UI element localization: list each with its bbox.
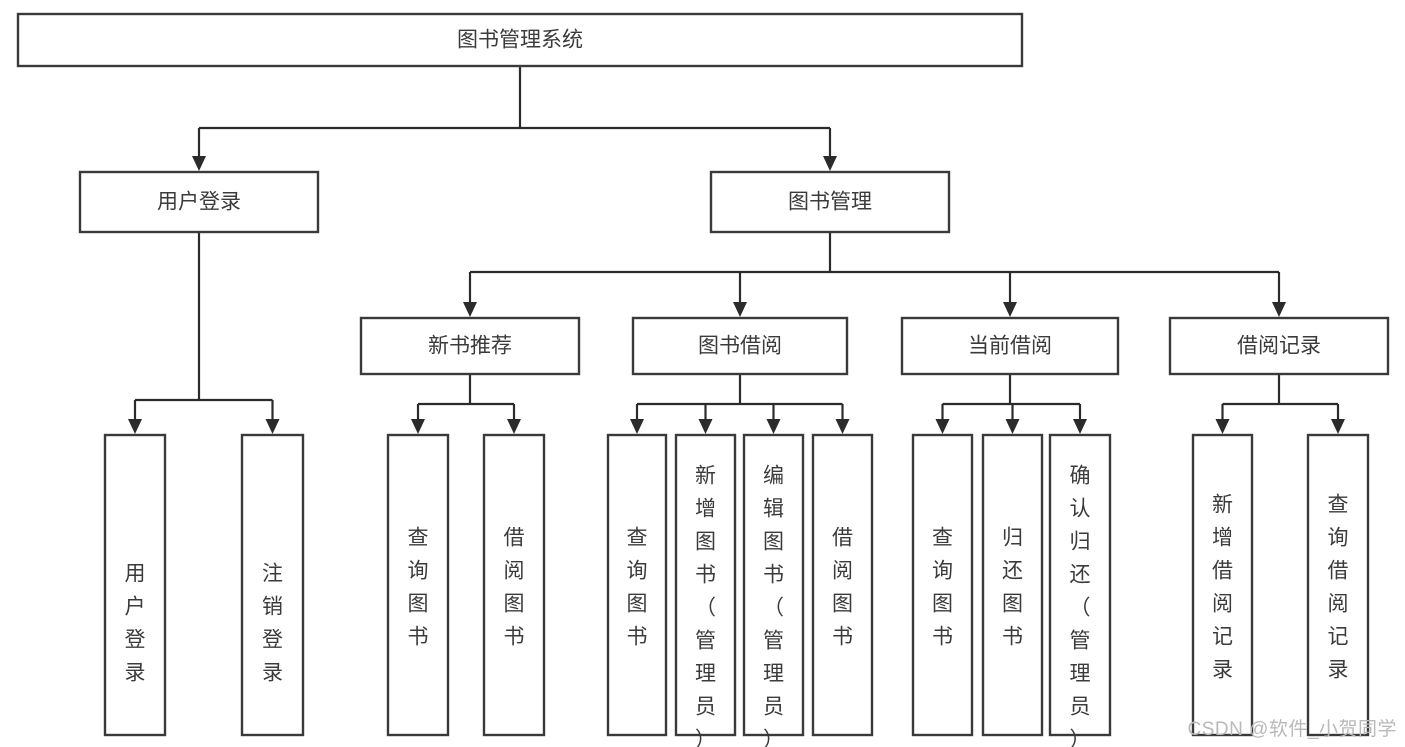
node-box: [606, 433, 668, 737]
node-box: [1168, 316, 1390, 376]
node-label: 编辑图书（管理员）: [763, 465, 784, 747]
node-e69fa5e8afa2e5809fe99885e8aeb0e5bd95-leaf[interactable]: 查询借阅记录: [1306, 433, 1370, 737]
arrow-head-icon: [630, 419, 644, 434]
arrow-head-icon: [823, 156, 837, 171]
node-box: [674, 433, 737, 737]
arrow-head-icon: [698, 419, 713, 434]
node-e794a8e688b7e799bbe5bd95-leaf[interactable]: 用户登录: [103, 433, 167, 737]
arrow-head-icon: [1272, 302, 1286, 317]
node-label: 新增借阅记录: [1212, 494, 1233, 682]
node-e69fa5e8afa2e59bbee4b9a6-leaf[interactable]: 查询图书: [606, 433, 668, 737]
node-label: 查询借阅记录: [1328, 494, 1349, 682]
node-label: 图书管理系统: [457, 29, 583, 52]
node-box: [78, 170, 320, 234]
node-e7bc96e8be91e59bbee4b9a6efbc88e7aea1e79086e59198efbc89-leaf[interactable]: 编辑图书（管理员）: [742, 433, 805, 747]
node-box: [811, 433, 874, 737]
node-label: 注销登录: [262, 563, 283, 685]
arrow-head-icon: [265, 419, 280, 434]
arrow-head-icon: [733, 302, 747, 317]
node-label: 借阅记录: [1237, 335, 1321, 358]
node-box: [103, 433, 167, 737]
node-label: 查询图书: [627, 527, 648, 649]
node-box: [16, 12, 1024, 68]
node-e696b0e4b9a6e68ea8e88d90-branch[interactable]: 新书推荐: [359, 316, 581, 376]
node-label: 用户登录: [125, 563, 146, 685]
node-box: [631, 316, 849, 376]
node-label: 归还图书: [1002, 527, 1023, 649]
node-box: [1306, 433, 1370, 737]
node-e696b0e5a29ee5809fe99885e8aeb0e5bd95-leaf[interactable]: 新增借阅记录: [1191, 433, 1254, 737]
node-box: [1048, 433, 1112, 737]
nodes-layer: 图书管理系统用户登录图书管理新书推荐图书借阅当前借阅借阅记录用户登录注销登录查询…: [16, 12, 1390, 747]
node-e69fa5e8afa2e59bbee4b9a6-leaf[interactable]: 查询图书: [386, 433, 450, 737]
node-box: [1191, 433, 1254, 737]
node-box: [240, 433, 305, 737]
arrow-head-icon: [1331, 419, 1345, 434]
node-box: [359, 316, 581, 376]
arrow-head-icon: [1073, 419, 1087, 434]
node-label: 借阅图书: [832, 527, 853, 649]
arrow-head-icon: [463, 302, 477, 317]
node-box: [742, 433, 805, 737]
node-e69fa5e8afa2e59bbee4b9a6-leaf[interactable]: 查询图书: [911, 433, 974, 737]
node-label: 查询图书: [408, 527, 429, 649]
arrow-head-icon: [1003, 302, 1017, 317]
node-e794a8e688b7e799bbe5bd95-branch[interactable]: 用户登录: [78, 170, 320, 234]
arrow-head-icon: [507, 419, 521, 434]
node-label: 确认归还（管理员）: [1070, 465, 1091, 747]
node-label: 借阅图书: [504, 527, 525, 649]
node-e5bd93e5898de5809fe99885-branch[interactable]: 当前借阅: [900, 316, 1120, 376]
node-e7a1aee8aea4e5bd92e8bf98efbc88e7aea1e79086e59198efbc89-leaf[interactable]: 确认归还（管理员）: [1048, 433, 1112, 747]
arrow-head-icon: [192, 156, 206, 171]
node-label: 图书借阅: [698, 335, 782, 358]
node-label: 用户登录: [157, 191, 241, 214]
node-box: [981, 433, 1044, 737]
node-e59bbee4b9a6e7aea1e79086e7b3bbe7bb9f-root[interactable]: 图书管理系统: [16, 12, 1024, 68]
node-box: [386, 433, 450, 737]
connectors-layer: [128, 66, 1345, 434]
arrow-head-icon: [1005, 419, 1020, 434]
node-label: 新书推荐: [428, 335, 512, 358]
arrow-head-icon: [411, 419, 425, 434]
node-e59bbee4b9a6e7aea1e79086-branch[interactable]: 图书管理: [709, 170, 951, 234]
node-box: [482, 433, 546, 737]
node-label: 当前借阅: [968, 335, 1052, 358]
arrow-head-icon: [766, 419, 781, 434]
node-e5bd92e8bf98e59bbee4b9a6-leaf[interactable]: 归还图书: [981, 433, 1044, 737]
node-box: [911, 433, 974, 737]
arrow-head-icon: [128, 419, 142, 434]
node-e59bbee4b9a6e5809fe99885-branch[interactable]: 图书借阅: [631, 316, 849, 376]
arrow-head-icon: [835, 419, 850, 434]
node-e5809fe99885e59bbee4b9a6-leaf[interactable]: 借阅图书: [482, 433, 546, 737]
node-label: 新增图书（管理员）: [695, 465, 716, 747]
node-e696b0e5a29ee59bbee4b9a6efbc88e7aea1e79086e59198efbc89-leaf[interactable]: 新增图书（管理员）: [674, 433, 737, 747]
arrow-head-icon: [935, 419, 950, 434]
node-label: 图书管理: [788, 191, 872, 214]
node-e5809fe99885e59bbee4b9a6-leaf[interactable]: 借阅图书: [811, 433, 874, 737]
node-e5809fe99885e8aeb0e5bd95-branch[interactable]: 借阅记录: [1168, 316, 1390, 376]
arrow-head-icon: [1215, 419, 1230, 434]
node-box: [709, 170, 951, 234]
node-label: 查询图书: [932, 527, 953, 649]
node-box: [900, 316, 1120, 376]
node-e6b3a8e99480e799bbe5bd95-leaf[interactable]: 注销登录: [240, 433, 305, 737]
